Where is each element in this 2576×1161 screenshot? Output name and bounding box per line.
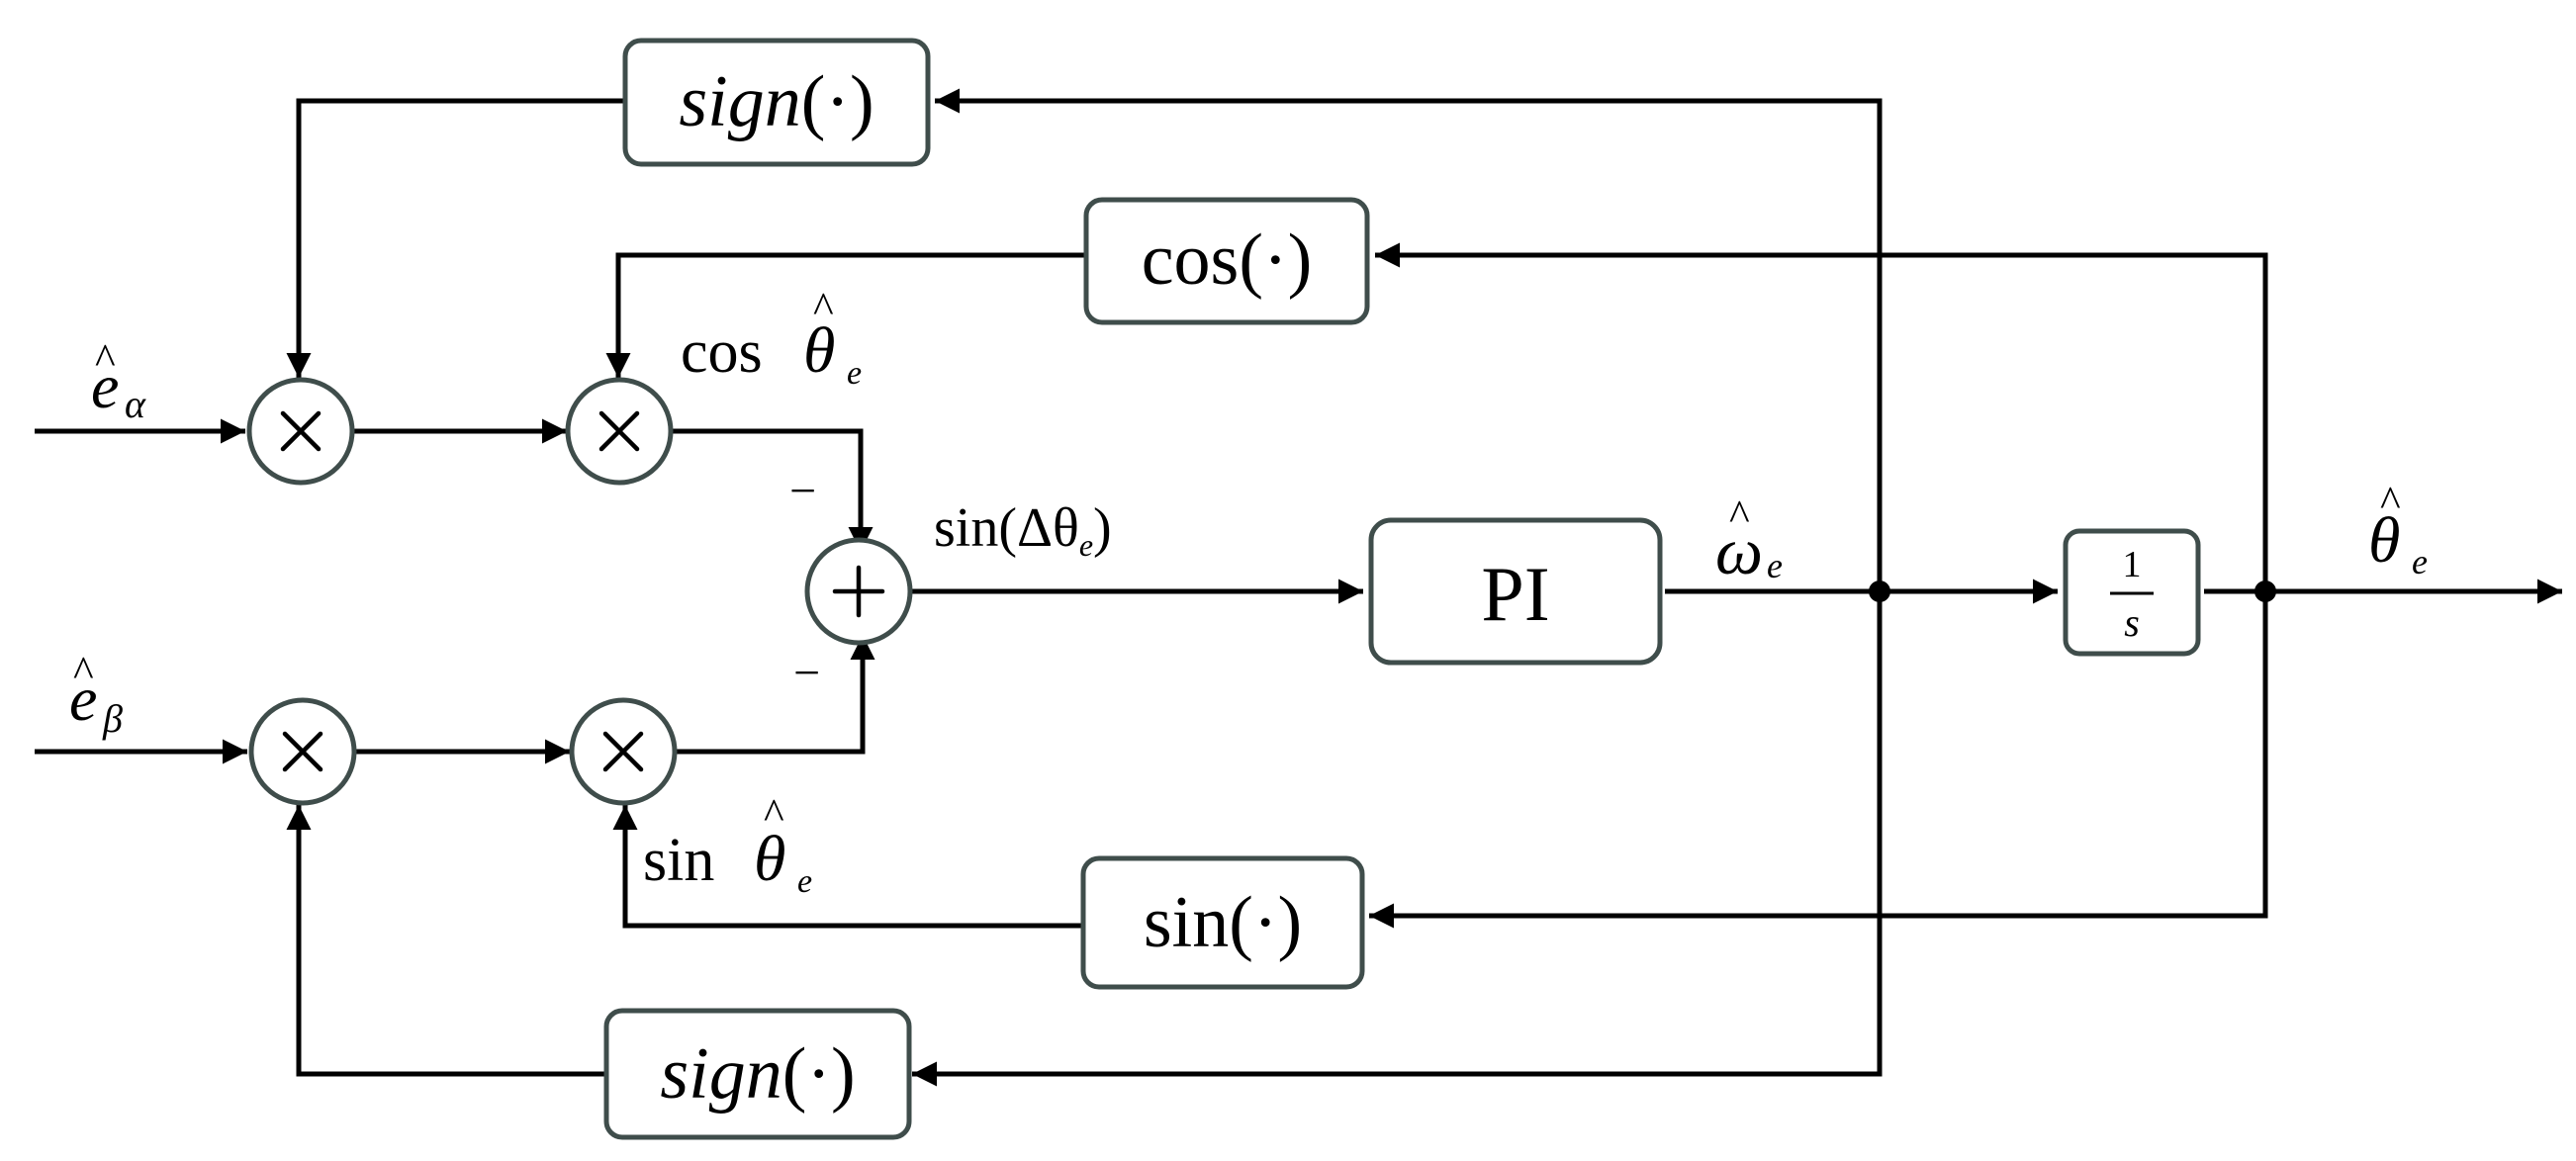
sign-bottom-label: sign <box>660 1033 782 1115</box>
sum-minus-top: − <box>789 465 816 517</box>
cos-theta-hat: ^ <box>813 284 834 332</box>
sin-block-label: sin <box>1144 882 1229 963</box>
multiplier-a2 <box>565 377 674 486</box>
e-beta-base: e <box>69 664 97 734</box>
summing-junction <box>804 537 913 646</box>
pi-controller-block: PI <box>1368 517 1663 666</box>
cos-theta-fn: cos <box>681 318 763 386</box>
omega-symbol: ω <box>1715 513 1763 588</box>
multiplier-b2 <box>569 697 678 806</box>
omega-sub: e <box>1767 546 1783 585</box>
theta-out-sub: e <box>2412 542 2428 581</box>
wire-sign-top-to-mult-a1 <box>286 98 625 378</box>
error-sub: e <box>1079 527 1093 563</box>
theta-out-symbol: θ <box>2368 504 2400 577</box>
integrator-denominator: s <box>2124 600 2140 645</box>
label-cos-theta: cos ^ θ e <box>681 284 862 392</box>
label-omega: ^ ω e <box>1715 491 1783 588</box>
sin-theta-sub: e <box>797 863 812 900</box>
sin-block: sin(·) <box>1080 855 1365 990</box>
e-alpha-base: e <box>91 351 119 421</box>
e-beta-sub: β <box>102 696 123 741</box>
wire-theta-to-cos <box>1375 242 2268 591</box>
svg-text:sin(·): sin(·) <box>1144 882 1302 963</box>
sum-minus-bottom: − <box>793 647 820 699</box>
multiplier-b1 <box>248 697 357 806</box>
integrator-block: 1 s <box>2063 528 2201 657</box>
svg-text:sign(·): sign(·) <box>679 61 874 142</box>
wire-sin-to-mult-b2 <box>612 805 1083 929</box>
junction-omega <box>1869 580 1890 602</box>
cos-block-arg: (·) <box>1239 220 1312 301</box>
cos-theta-sub: e <box>847 355 862 392</box>
wire-mult-b2-to-sum <box>677 635 875 755</box>
wire-omega-to-sign-bottom <box>912 591 1883 1087</box>
cos-block-label: cos <box>1142 220 1240 301</box>
multiplier-a1 <box>246 377 355 486</box>
wire-cos-to-mult-a2 <box>605 252 1086 378</box>
sign-bottom-arg: (·) <box>782 1033 856 1115</box>
integrator-numerator: 1 <box>2123 544 2142 585</box>
omega-hat: ^ <box>1729 491 1750 540</box>
label-e-beta: ^ e β <box>69 648 123 741</box>
e-beta-hat: ^ <box>73 648 94 696</box>
sin-theta-hat: ^ <box>764 790 784 839</box>
label-error-signal: sin(Δθe) <box>934 497 1112 563</box>
sin-theta-fn: sin <box>643 827 714 894</box>
error-close: ) <box>1093 497 1112 559</box>
wire-theta-to-sin <box>1369 591 2268 929</box>
signal-wires <box>35 88 2562 1087</box>
wire-omega-to-sign-top <box>935 88 1883 591</box>
pi-label: PI <box>1481 551 1549 637</box>
wire-sign-bottom-to-mult-b1 <box>286 805 606 1077</box>
sign-block-top: sign(·) <box>622 38 931 167</box>
e-alpha-sub: α <box>125 382 146 426</box>
junction-theta <box>2254 580 2276 602</box>
svg-text:sin(Δθe): sin(Δθe) <box>934 497 1112 563</box>
label-e-alpha: ^ e α <box>91 335 146 426</box>
cos-block: cos(·) <box>1083 197 1370 325</box>
label-sin-theta: sin ^ θ e <box>643 790 812 900</box>
sin-theta-symbol: θ <box>754 823 785 895</box>
error-text: sin(Δθ <box>934 497 1079 559</box>
sign-block-bottom: sign(·) <box>603 1008 912 1140</box>
e-alpha-hat: ^ <box>95 335 116 384</box>
cos-theta-symbol: θ <box>803 314 835 387</box>
sign-top-label: sign <box>679 61 800 142</box>
svg-text:cos(·): cos(·) <box>1142 220 1313 301</box>
svg-text:sign(·): sign(·) <box>660 1033 855 1115</box>
label-theta-output: ^ θ e <box>2368 478 2428 581</box>
theta-out-hat: ^ <box>2380 478 2401 526</box>
wire-mult-a2-to-sum <box>673 428 874 552</box>
sin-block-arg: (·) <box>1229 882 1302 963</box>
sign-top-arg: (·) <box>801 61 874 142</box>
